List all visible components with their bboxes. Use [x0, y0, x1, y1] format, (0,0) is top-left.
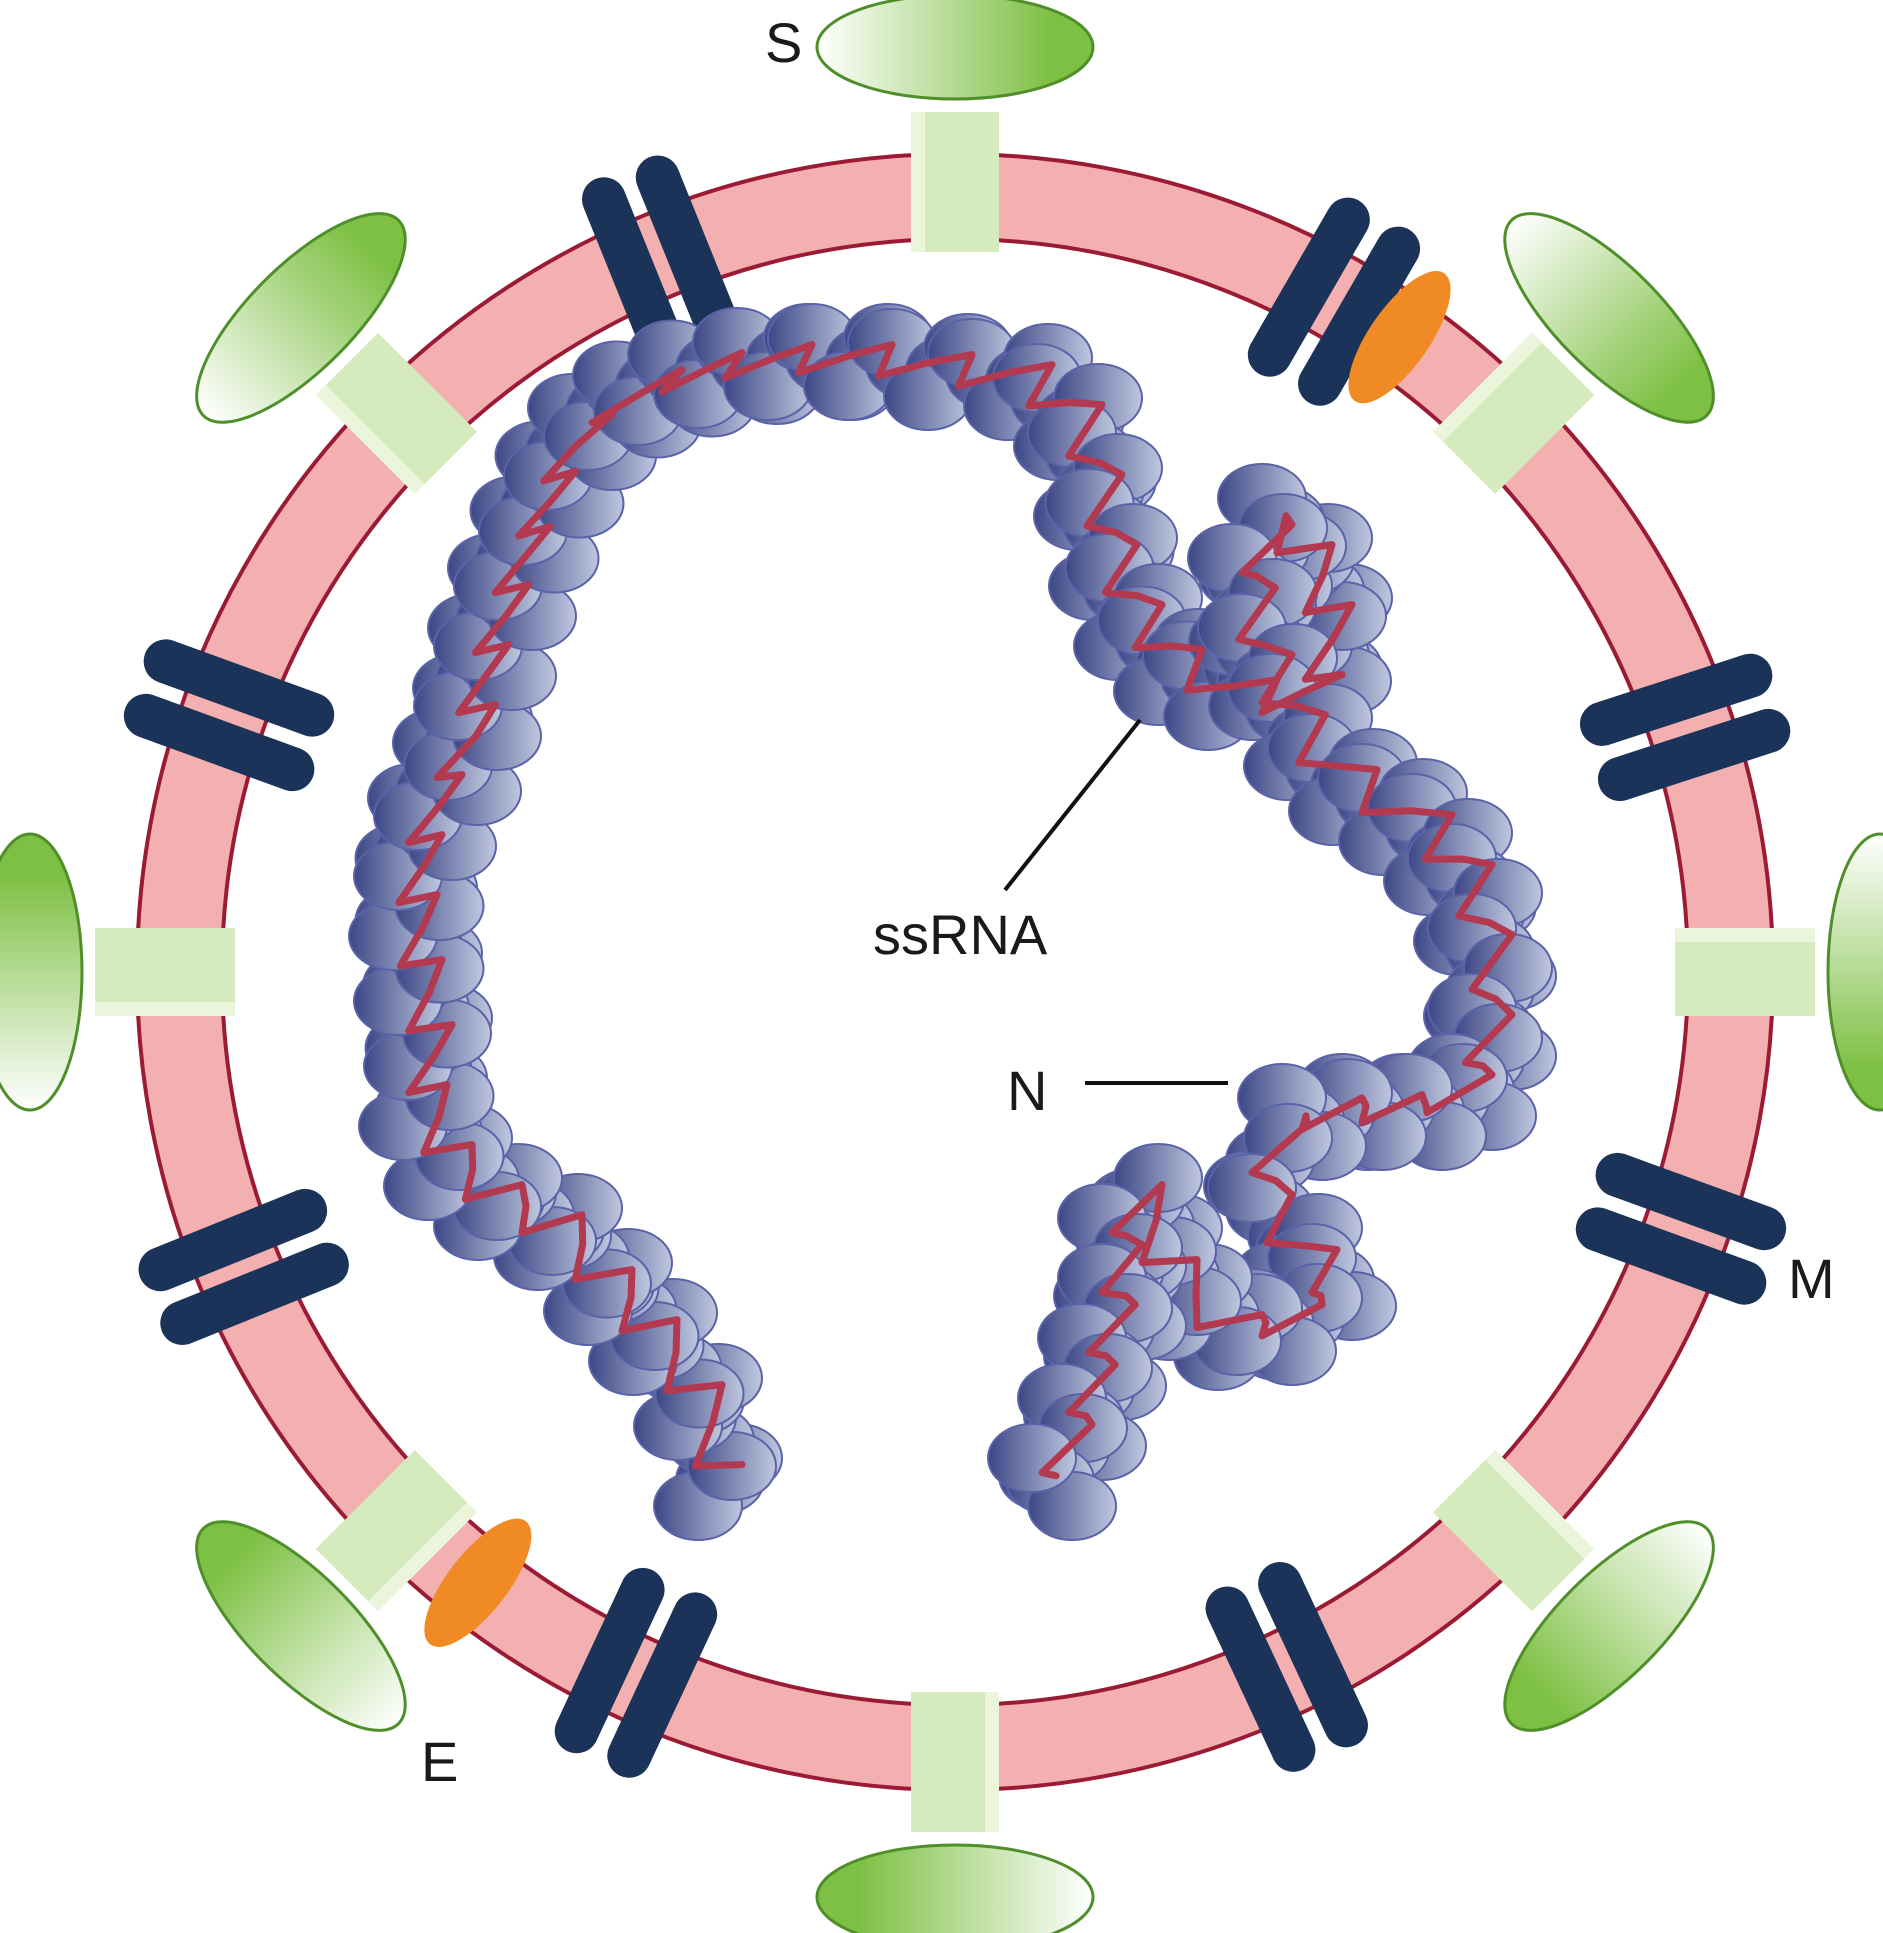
spike-protein-icon	[1828, 834, 1883, 1110]
label-m: M	[1788, 1247, 1835, 1310]
nucleocapsid-bead-icon	[988, 1424, 1076, 1492]
label-ssrna: ssRNA	[873, 903, 1048, 966]
spike-protein-icon	[817, 1845, 1093, 1933]
label-n: N	[1007, 1059, 1047, 1122]
spike-stalk	[911, 112, 999, 252]
spike-stalk	[1675, 928, 1815, 1016]
spike-protein-icon	[0, 834, 82, 1110]
label-e: E	[421, 1730, 458, 1793]
spike-protein-icon	[817, 0, 1093, 99]
spike-stalk	[911, 1692, 999, 1832]
label-s: S	[765, 11, 802, 74]
spike-stalk	[95, 928, 235, 1016]
